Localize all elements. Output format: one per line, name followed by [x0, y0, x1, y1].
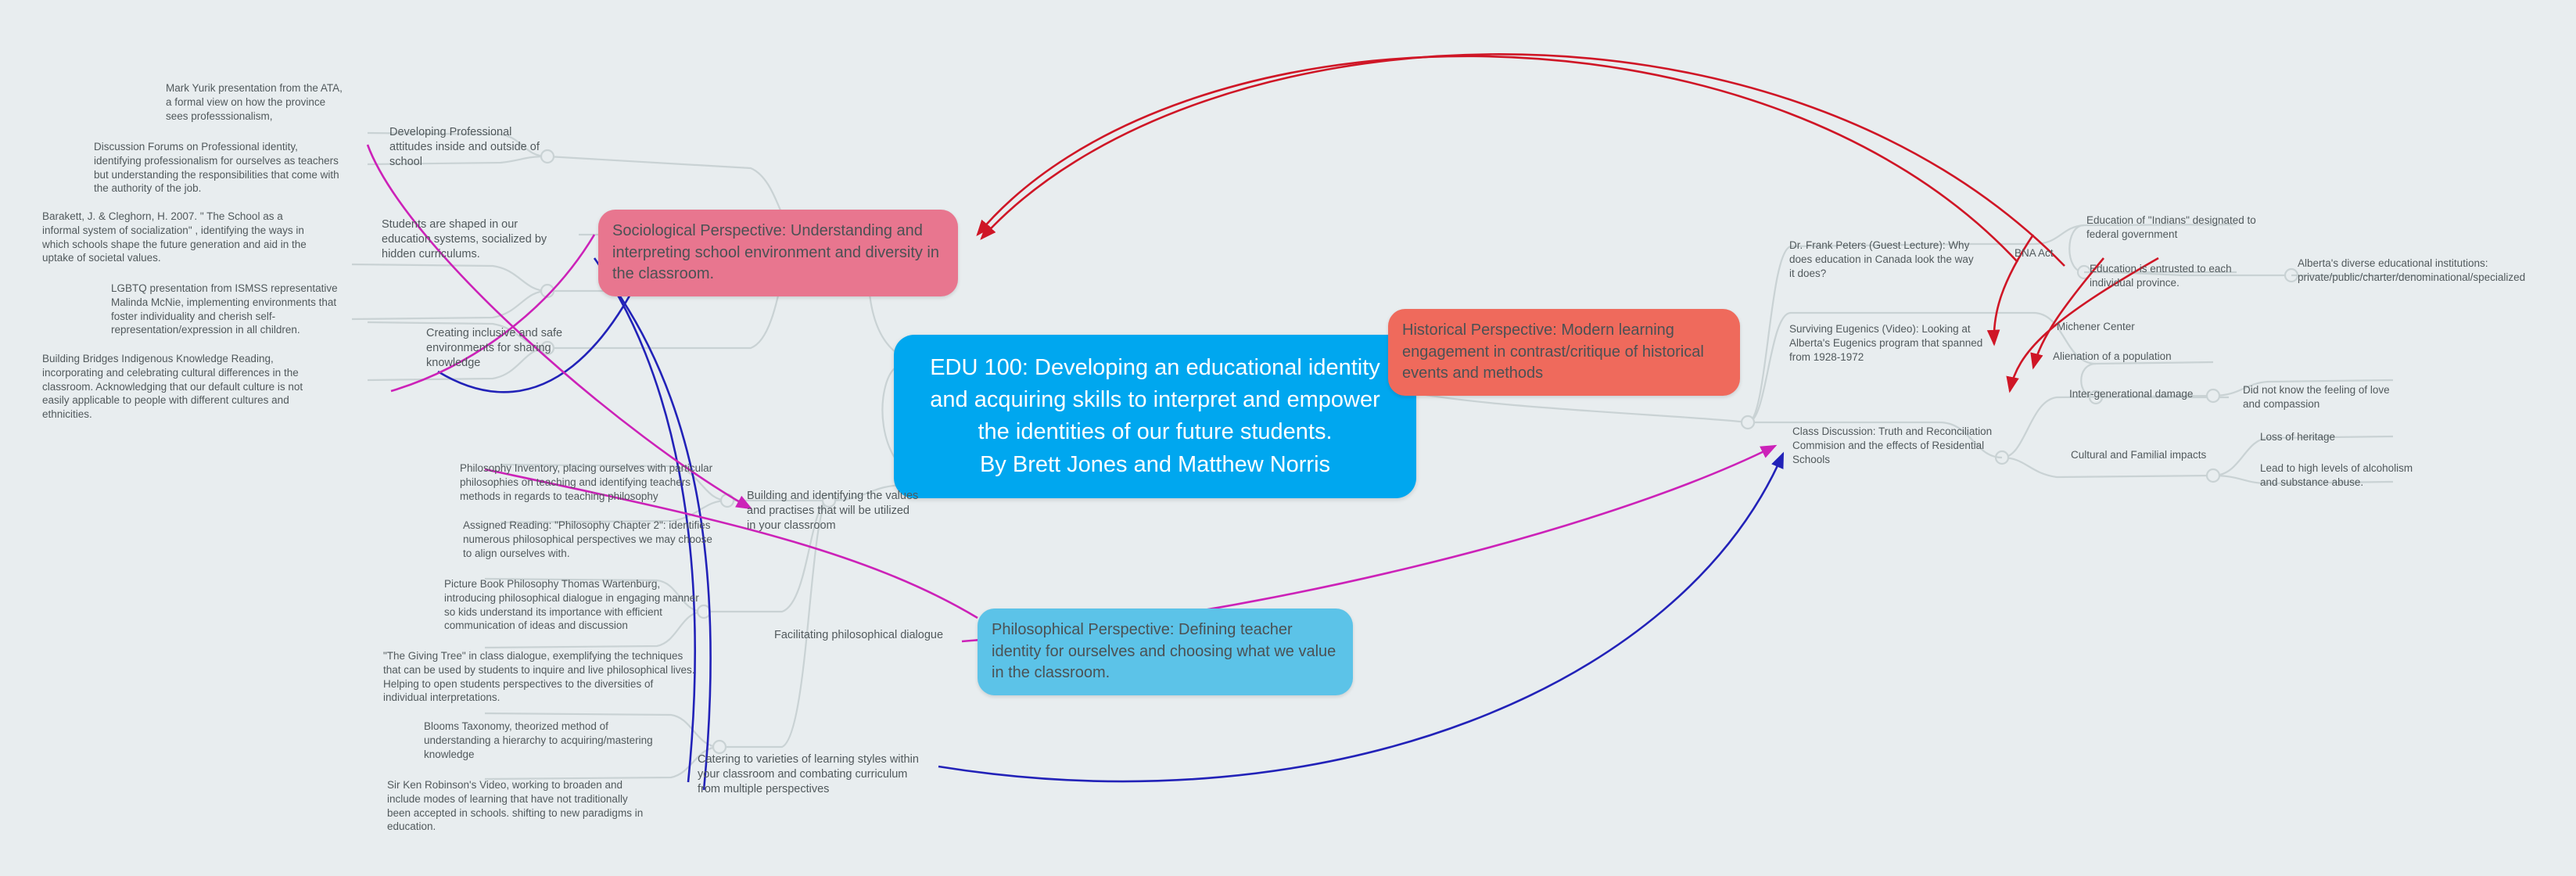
- node-ken-robinson[interactable]: Sir Ken Robinson's Video, working to bro…: [387, 779, 644, 833]
- node-alberta-institutions[interactable]: Alberta's diverse educational institutio…: [2298, 257, 2526, 283]
- node-inter-generational[interactable]: Inter-generational damage: [2069, 388, 2194, 400]
- node-mark-yurik[interactable]: Mark Yurik presentation from the ATA, a …: [166, 82, 343, 122]
- node-giving-tree[interactable]: "The Giving Tree" in class dialogue, exe…: [383, 650, 695, 704]
- node-education-indians[interactable]: Education of "Indians" designated to fed…: [2086, 214, 2256, 240]
- node-prof-attitudes[interactable]: Developing Professional attitudes inside…: [389, 126, 540, 169]
- node-alienation[interactable]: Alienation of a population: [2053, 350, 2172, 362]
- node-picture-book[interactable]: Picture Book Philosophy Thomas Wartenbur…: [444, 578, 699, 632]
- node-barakett-cleghorn[interactable]: Barakett, J. & Cleghorn, H. 2007. " The …: [42, 210, 307, 264]
- node-class-discussion-trc[interactable]: Class Discussion: Truth and Reconciliati…: [1792, 425, 1993, 465]
- node-alcoholism[interactable]: Lead to high levels of alcoholism and su…: [2260, 462, 2413, 488]
- node-building-bridges[interactable]: Building Bridges Indigenous Knowledge Re…: [42, 353, 303, 421]
- node-discussion-forums[interactable]: Discussion Forums on Professional identi…: [94, 141, 339, 195]
- node-lgbtq-presentation[interactable]: LGBTQ presentation from ISMSS representa…: [111, 282, 338, 336]
- node-building-values[interactable]: Building and identifying the values and …: [747, 490, 919, 533]
- node-michener-center[interactable]: Michener Center: [2057, 321, 2135, 332]
- node-surviving-eugenics[interactable]: Surviving Eugenics (Video): Looking at A…: [1789, 323, 1983, 363]
- node-loss-heritage[interactable]: Loss of heritage: [2260, 431, 2336, 443]
- node-students-shaped[interactable]: Students are shaped in our education sys…: [382, 218, 547, 261]
- node-bna-act[interactable]: BNA Act: [2015, 247, 2054, 259]
- branch-sociological[interactable]: Sociological Perspective: Understanding …: [598, 210, 958, 296]
- branch-historical[interactable]: Historical Perspective: Modern learning …: [1388, 309, 1740, 396]
- node-frank-peters[interactable]: Dr. Frank Peters (Guest Lecture): Why do…: [1789, 239, 1974, 279]
- branch-philosophical[interactable]: Philosophical Perspective: Defining teac…: [978, 609, 1353, 695]
- node-catering-learning-styles[interactable]: Catering to varieties of learning styles…: [698, 753, 919, 796]
- node-philosophy-inventory[interactable]: Philosophy Inventory, placing ourselves …: [460, 462, 713, 502]
- node-education-entrusted[interactable]: Education is entrusted to each individua…: [2090, 263, 2232, 289]
- node-facilitating-dialogue[interactable]: Facilitating philosophical dialogue: [774, 629, 944, 641]
- node-no-love-compassion[interactable]: Did not know the feeling of love and com…: [2243, 384, 2390, 410]
- central-topic[interactable]: EDU 100: Developing an educational ident…: [894, 335, 1416, 498]
- node-cultural-familial[interactable]: Cultural and Familial impacts: [2071, 449, 2207, 461]
- node-blooms-taxonomy[interactable]: Blooms Taxonomy, theorized method of und…: [424, 720, 653, 760]
- node-assigned-reading[interactable]: Assigned Reading: "Philosophy Chapter 2"…: [463, 519, 712, 559]
- node-inclusive-safe[interactable]: Creating inclusive and safe environments…: [426, 327, 563, 370]
